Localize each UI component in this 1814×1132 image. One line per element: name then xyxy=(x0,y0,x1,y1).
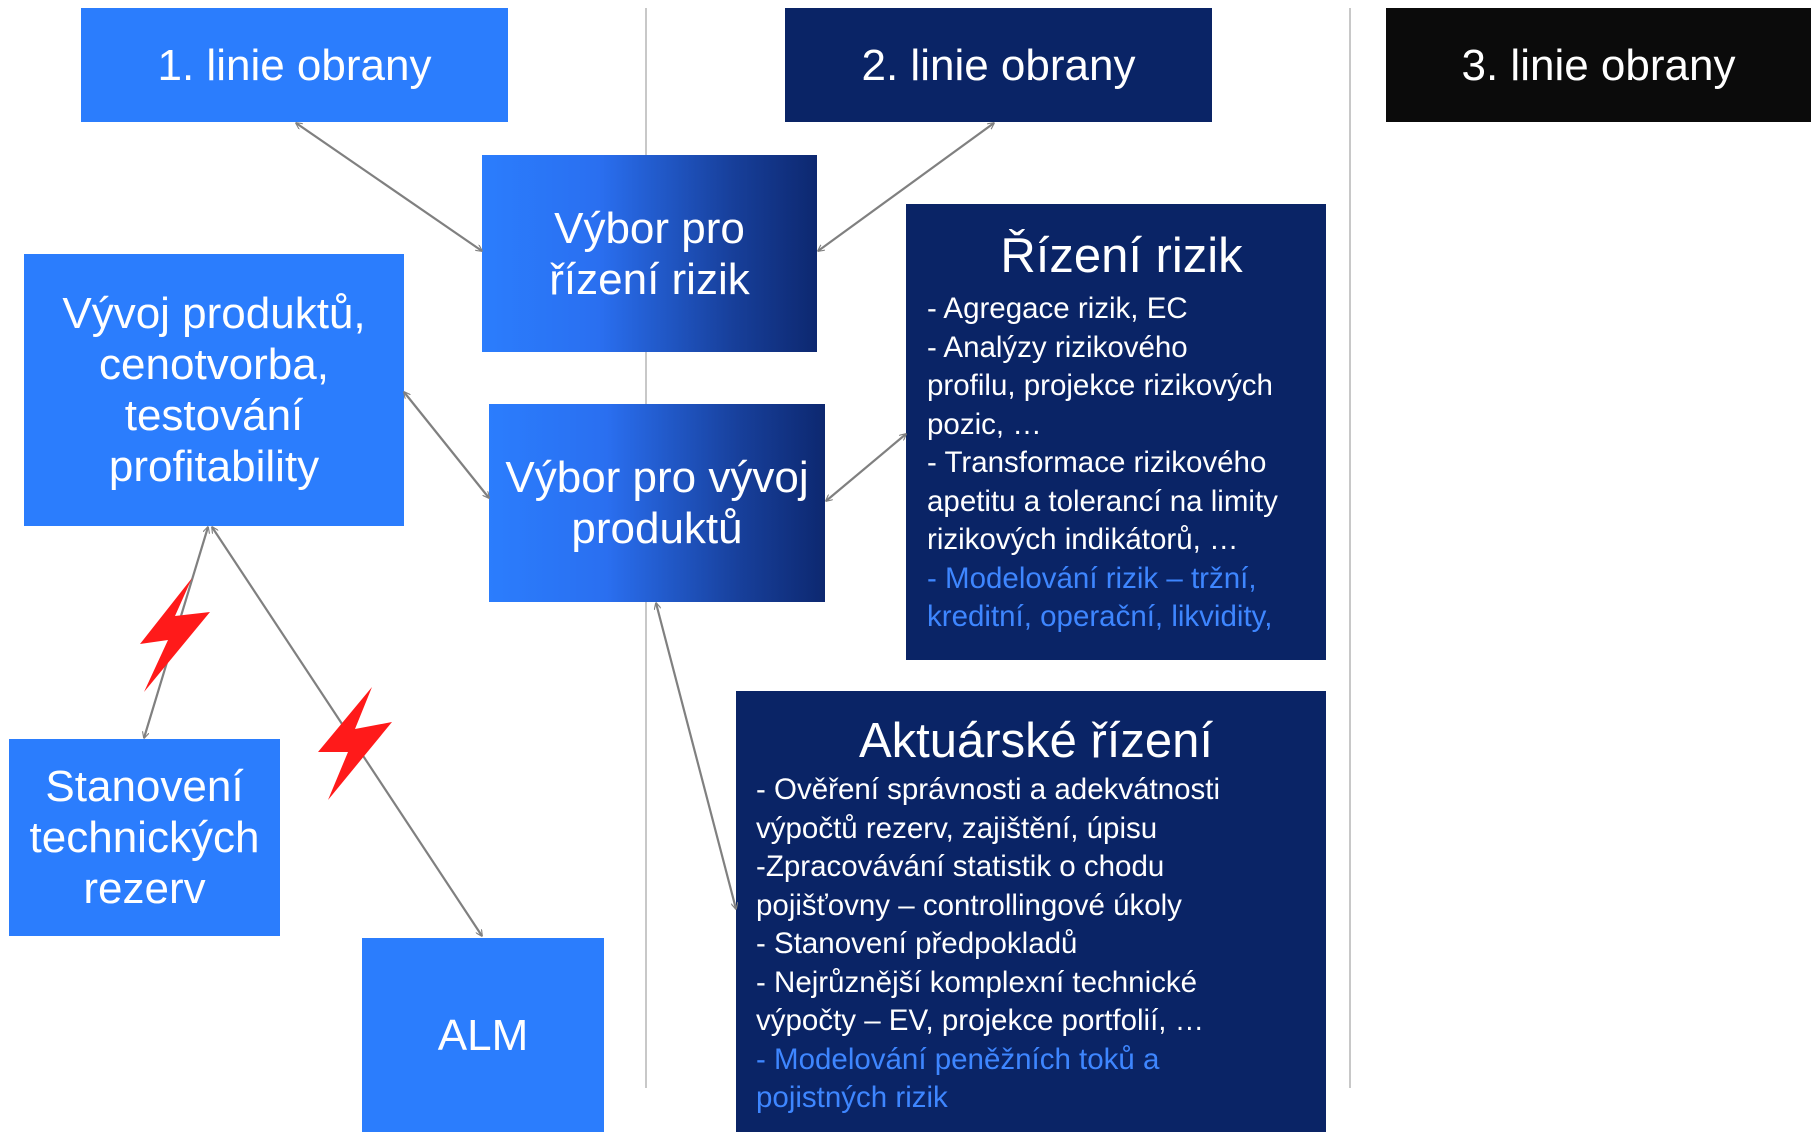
list-item: výpočtů rezerv, zajištění, úpisu xyxy=(756,811,1158,845)
product-development-line: profitability xyxy=(108,442,320,491)
list-item: - Analýzy rizikového xyxy=(927,330,1188,364)
list-item: - Agregace rizik, EC xyxy=(927,292,1188,325)
list-item: - Nejrůznější komplexní technické xyxy=(756,965,1198,999)
product-committee-line: produktů xyxy=(571,504,743,553)
header-line-3: 3. linie obrany xyxy=(1386,8,1811,122)
header-line-3-label: 3. linie obrany xyxy=(1461,40,1736,90)
list-item: pozic, … xyxy=(927,407,1042,441)
product-development-line: cenotvorba, xyxy=(99,340,329,389)
product-development-box: Vývoj produktů, cenotvorba, testování pr… xyxy=(24,254,404,526)
actuarial-management-title: Aktuárské řízení xyxy=(858,714,1214,768)
list-item: profilu, projekce rizikových xyxy=(927,369,1273,402)
list-item-highlight: pojistných rizik xyxy=(756,1081,948,1114)
actuarial-management-box: Aktuárské řízení - Ověření správnosti a … xyxy=(736,691,1326,1132)
technical-reserves-line: rezerv xyxy=(83,864,206,913)
technical-reserves-line: Stanovení xyxy=(45,762,244,811)
risk-committee-line: řízení rizik xyxy=(549,254,750,304)
risk-management-title: Řízení rizik xyxy=(1000,229,1243,283)
arrow-line1-risk-committee xyxy=(296,123,482,251)
list-item-highlight: - Modelování rizik – tržní, xyxy=(927,561,1257,595)
lightning-bolt-icon xyxy=(140,578,210,692)
risk-committee-line: Výbor pro xyxy=(554,203,745,253)
list-item: výpočty – EV, projekce portfolií, … xyxy=(756,1004,1205,1037)
list-item: rizikových indikátorů, … xyxy=(927,523,1239,556)
product-committee-line: Výbor pro vývoj xyxy=(505,453,809,502)
product-committee-box: Výbor pro vývoj produktů xyxy=(489,404,825,602)
risk-management-list: - Agregace rizik, EC - Analýzy rizikovéh… xyxy=(927,290,1316,637)
header-line-1-label: 1. linie obrany xyxy=(157,40,432,90)
list-item-highlight: kreditní, operační, likvidity, xyxy=(927,600,1273,633)
header-line-2-label: 2. linie obrany xyxy=(861,40,1136,90)
divider-line-2 xyxy=(1349,8,1351,1088)
arrow-product-committee-actuarial xyxy=(656,603,736,909)
list-item: apetitu a tolerancí na limity xyxy=(927,484,1278,518)
header-line-1: 1. linie obrany xyxy=(81,8,508,122)
alm-box: ALM xyxy=(362,938,604,1132)
list-item: - Stanovení předpokladů xyxy=(756,927,1078,960)
arrow-productdev-product-committee xyxy=(404,392,489,498)
lightning-bolt-icon xyxy=(318,687,392,800)
list-item: - Transformace rizikového xyxy=(927,446,1267,479)
list-item: - Ověření správnosti a adekvátnosti xyxy=(756,773,1221,806)
actuarial-management-list: - Ověření správnosti a adekvátnosti výpo… xyxy=(756,771,1316,1118)
risk-committee-box: Výbor pro řízení rizik xyxy=(482,155,817,352)
alm-label: ALM xyxy=(437,1010,529,1060)
product-development-line: testování xyxy=(124,391,304,440)
arrow-product-committee-risk-management xyxy=(826,434,906,501)
list-item: -Zpracovávání statistik o chodu xyxy=(756,850,1165,883)
arrow-line2-risk-committee xyxy=(818,123,994,251)
product-development-line: Vývoj produktů, xyxy=(62,289,366,338)
list-item-highlight: - Modelování peněžních toků a xyxy=(756,1042,1160,1076)
list-item: pojišťovny – controllingové úkoly xyxy=(756,888,1182,922)
risk-management-box: Řízení rizik - Agregace rizik, EC - Anal… xyxy=(906,204,1326,660)
header-line-2: 2. linie obrany xyxy=(785,8,1212,122)
